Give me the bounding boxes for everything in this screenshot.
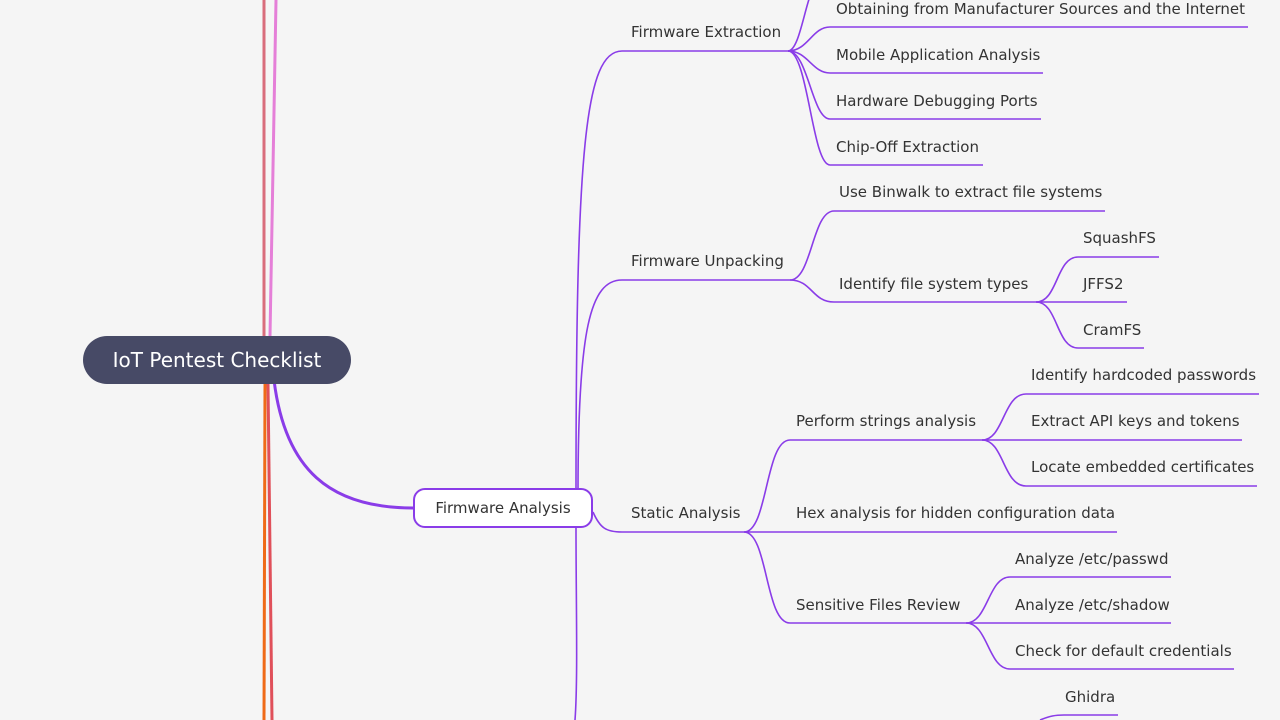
root-label: IoT Pentest Checklist (112, 348, 322, 372)
branch-line-red (266, 383, 274, 720)
leaf-api-keys[interactable]: Extract API keys and tokens (1031, 412, 1240, 430)
edge-fu-1 (789, 210, 1105, 281)
leaf-squashfs[interactable]: SquashFS (1083, 229, 1156, 247)
sensitive-files-node[interactable]: Sensitive Files Review (796, 596, 961, 614)
static-analysis-node[interactable]: Static Analysis (631, 504, 741, 522)
branch-line-pink (268, 0, 278, 337)
edge-str-1 (981, 393, 1259, 441)
edge-fe-1 (787, 0, 810, 52)
edge-ghidra (1039, 714, 1118, 720)
identify-fs-node[interactable]: Identify file system types (839, 275, 1029, 293)
edge-sa-1 (743, 439, 982, 533)
edge-fs-1 (1035, 256, 1159, 303)
edge-fe-3 (787, 50, 1043, 74)
leaf-default-credentials[interactable]: Check for default credentials (1015, 642, 1232, 660)
leaf-hardcoded-passwords[interactable]: Identify hardcoded passwords (1031, 366, 1257, 384)
leaf-manufacturer-sources[interactable]: Obtaining from Manufacturer Sources and … (836, 0, 1246, 18)
strings-analysis-node[interactable]: Perform strings analysis (796, 412, 977, 430)
edge-sf-3 (965, 622, 1234, 670)
leaf-etc-shadow[interactable]: Analyze /etc/shadow (1015, 596, 1170, 614)
edge-fu-2 (789, 279, 1036, 303)
firmware-analysis-label: Firmware Analysis (435, 499, 571, 517)
leaf-ghidra[interactable]: Ghidra (1065, 688, 1116, 706)
edge-str-3 (981, 439, 1257, 487)
root-to-main-edge (272, 379, 414, 510)
branch-line-orange (262, 383, 267, 720)
leaf-binwalk[interactable]: Use Binwalk to extract file systems (839, 183, 1103, 201)
leaf-mobile-app-analysis[interactable]: Mobile Application Analysis (836, 46, 1041, 64)
leaf-hardware-debug-ports[interactable]: Hardware Debugging Ports (836, 92, 1038, 110)
leaf-cramfs[interactable]: CramFS (1083, 321, 1142, 339)
firmware-analysis-node[interactable]: Firmware Analysis (413, 488, 593, 528)
leaf-hex-analysis[interactable]: Hex analysis for hidden configuration da… (796, 504, 1116, 522)
edge-fs-3 (1035, 301, 1144, 349)
firmware-extraction-node[interactable]: Firmware Extraction (631, 23, 782, 41)
edge-to-tools (574, 527, 578, 720)
edge-to-firmware-unpacking (577, 279, 790, 493)
edge-fe-2 (787, 26, 1248, 52)
root-node[interactable]: IoT Pentest Checklist (83, 336, 351, 384)
leaf-certificates[interactable]: Locate embedded certificates (1031, 458, 1255, 476)
edge-fe-4 (787, 50, 1041, 120)
edge-fe-5 (787, 50, 983, 166)
edge-to-firmware-extraction (575, 50, 788, 493)
leaf-chip-off-extraction[interactable]: Chip-Off Extraction (836, 138, 979, 156)
edge-to-static-analysis (592, 511, 744, 533)
leaf-jffs2[interactable]: JFFS2 (1083, 275, 1124, 293)
edge-sf-1 (965, 576, 1171, 624)
leaf-etc-passwd[interactable]: Analyze /etc/passwd (1015, 550, 1169, 568)
edge-sa-3 (743, 531, 966, 624)
firmware-unpacking-node[interactable]: Firmware Unpacking (631, 252, 784, 270)
